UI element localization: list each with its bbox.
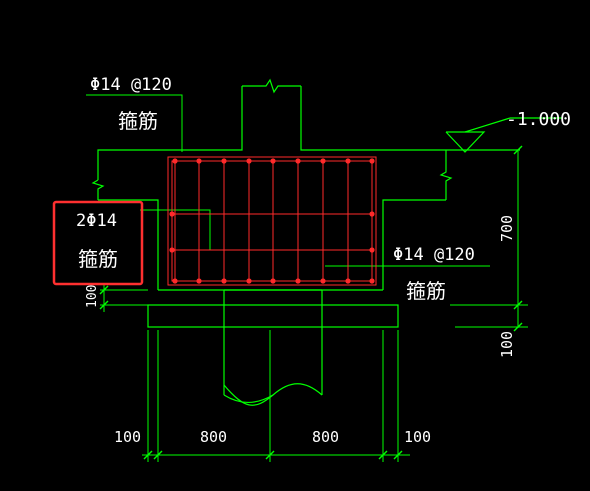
structure-outline bbox=[91, 78, 562, 406]
tick bbox=[513, 322, 523, 332]
beam-left-step bbox=[98, 199, 159, 290]
elevation-label: -1.000 bbox=[506, 109, 571, 130]
rebar-dot bbox=[196, 278, 202, 284]
rebar-dot bbox=[320, 158, 326, 164]
dim-800-right: 800 bbox=[312, 428, 339, 446]
left-spec-label: 2Φ14 bbox=[76, 211, 117, 231]
rebar-dot bbox=[172, 158, 178, 164]
dim-800-left: 800 bbox=[200, 428, 227, 446]
rebar-dot bbox=[320, 278, 326, 284]
rebar-dot bbox=[246, 158, 252, 164]
rebar-dot bbox=[172, 278, 178, 284]
tick bbox=[393, 450, 403, 460]
rebar-stirrup-inner bbox=[171, 160, 373, 282]
rebar-dot bbox=[295, 278, 301, 284]
rebar-dot bbox=[345, 158, 351, 164]
rebar-dot bbox=[246, 278, 252, 284]
rebar-stirrup-outline bbox=[167, 156, 377, 286]
rebar-dot bbox=[295, 158, 301, 164]
column-left-edge bbox=[97, 86, 243, 180]
rebar-dot bbox=[345, 278, 351, 284]
pile-break-curve bbox=[223, 383, 323, 406]
top-spec-label: Φ14 @120 bbox=[90, 75, 172, 95]
beam-right-step bbox=[382, 199, 446, 290]
dim-left-side-100: 100 bbox=[85, 285, 100, 308]
rebar-side-dot bbox=[369, 247, 375, 253]
tick bbox=[99, 300, 109, 310]
rebar-side-dot bbox=[169, 247, 175, 253]
dim-height-100: 100 bbox=[498, 331, 516, 358]
annotation-leaders bbox=[86, 94, 490, 267]
rebar-cage bbox=[167, 156, 377, 286]
dim-height-700: 700 bbox=[498, 215, 516, 242]
tick bbox=[143, 450, 153, 460]
rebar-dot bbox=[270, 158, 276, 164]
rebar-dot bbox=[270, 278, 276, 284]
cushion-layer bbox=[147, 304, 399, 328]
rebar-dot bbox=[196, 158, 202, 164]
rebar-side-dot bbox=[169, 211, 175, 217]
dim-left-100: 100 bbox=[114, 428, 141, 446]
top-leader bbox=[86, 94, 183, 152]
dimension-ticks bbox=[99, 145, 523, 460]
dimension-lines bbox=[100, 150, 528, 462]
top-type-label: 箍筋 bbox=[118, 109, 158, 133]
rebar-side-dot bbox=[369, 211, 375, 217]
tick bbox=[378, 450, 388, 460]
tick bbox=[513, 145, 523, 155]
left-break-mark bbox=[91, 179, 105, 200]
column-right-edge bbox=[300, 86, 446, 151]
elevation-leader bbox=[464, 117, 511, 133]
tick bbox=[153, 450, 163, 460]
left-type-label: 箍筋 bbox=[78, 247, 118, 271]
dim-right-100: 100 bbox=[404, 428, 431, 446]
tick bbox=[265, 450, 275, 460]
right-type-label: 箍筋 bbox=[406, 279, 446, 303]
tick bbox=[513, 300, 523, 310]
tick bbox=[99, 285, 109, 295]
rebar-dot bbox=[369, 158, 375, 164]
pile-break-curve-2 bbox=[223, 394, 274, 404]
rebar-dot bbox=[221, 158, 227, 164]
highlight-box bbox=[52, 200, 144, 286]
left-leader bbox=[140, 209, 211, 250]
rebar-dot bbox=[221, 278, 227, 284]
rebar-dot bbox=[369, 278, 375, 284]
right-spec-label: Φ14 @120 bbox=[393, 245, 475, 265]
elevation-triangle bbox=[445, 131, 486, 153]
right-break-mark bbox=[439, 150, 453, 200]
column-break-line bbox=[242, 78, 301, 94]
